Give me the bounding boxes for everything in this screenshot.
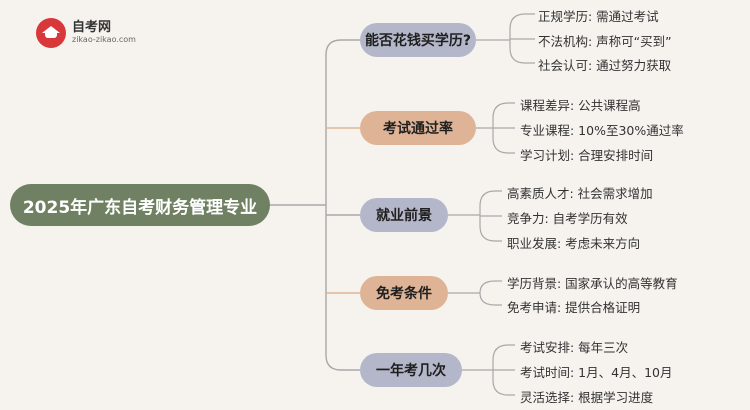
root-topic: 2025年广东自考财务管理专业 [10,184,270,226]
branch-pass-rate: 考试通过率 [360,111,476,145]
leaf-item: 专业课程: 10%至30%通过率 [520,123,684,138]
logo-url: zikao-zikao.com [72,34,136,44]
leaf-item: 不法机构: 声称可“买到” [538,34,672,49]
graduation-cap-icon [36,18,66,48]
branch-employment: 就业前景 [360,198,448,232]
leaf-item: 正规学历: 需通过考试 [538,9,659,24]
leaf-item: 学习计划: 合理安排时间 [520,148,654,163]
branch-buy-degree: 能否花钱买学历? [360,23,476,57]
logo-title: 自考网 [72,20,112,36]
leaf-item: 课程差异: 公共课程高 [520,98,641,113]
leaf-item: 职业发展: 考虑未来方向 [507,236,641,251]
leaf-item: 灵活选择: 根据学习进度 [520,390,654,405]
branch-exemption: 免考条件 [360,276,448,310]
leaf-item: 高素质人才: 社会需求增加 [507,186,653,201]
leaf-item: 社会认可: 通过努力获取 [538,58,672,73]
leaf-item: 竞争力: 自考学历有效 [507,211,628,226]
site-logo[interactable]: 自考网 zikao-zikao.com [36,18,136,48]
branch-exam-frequency: 一年考几次 [360,353,462,387]
leaf-item: 免考申请: 提供合格证明 [507,300,641,315]
leaf-item: 考试安排: 每年三次 [520,340,629,355]
leaf-item: 考试时间: 1月、4月、10月 [520,365,673,380]
leaf-item: 学历背景: 国家承认的高等教育 [507,276,678,291]
